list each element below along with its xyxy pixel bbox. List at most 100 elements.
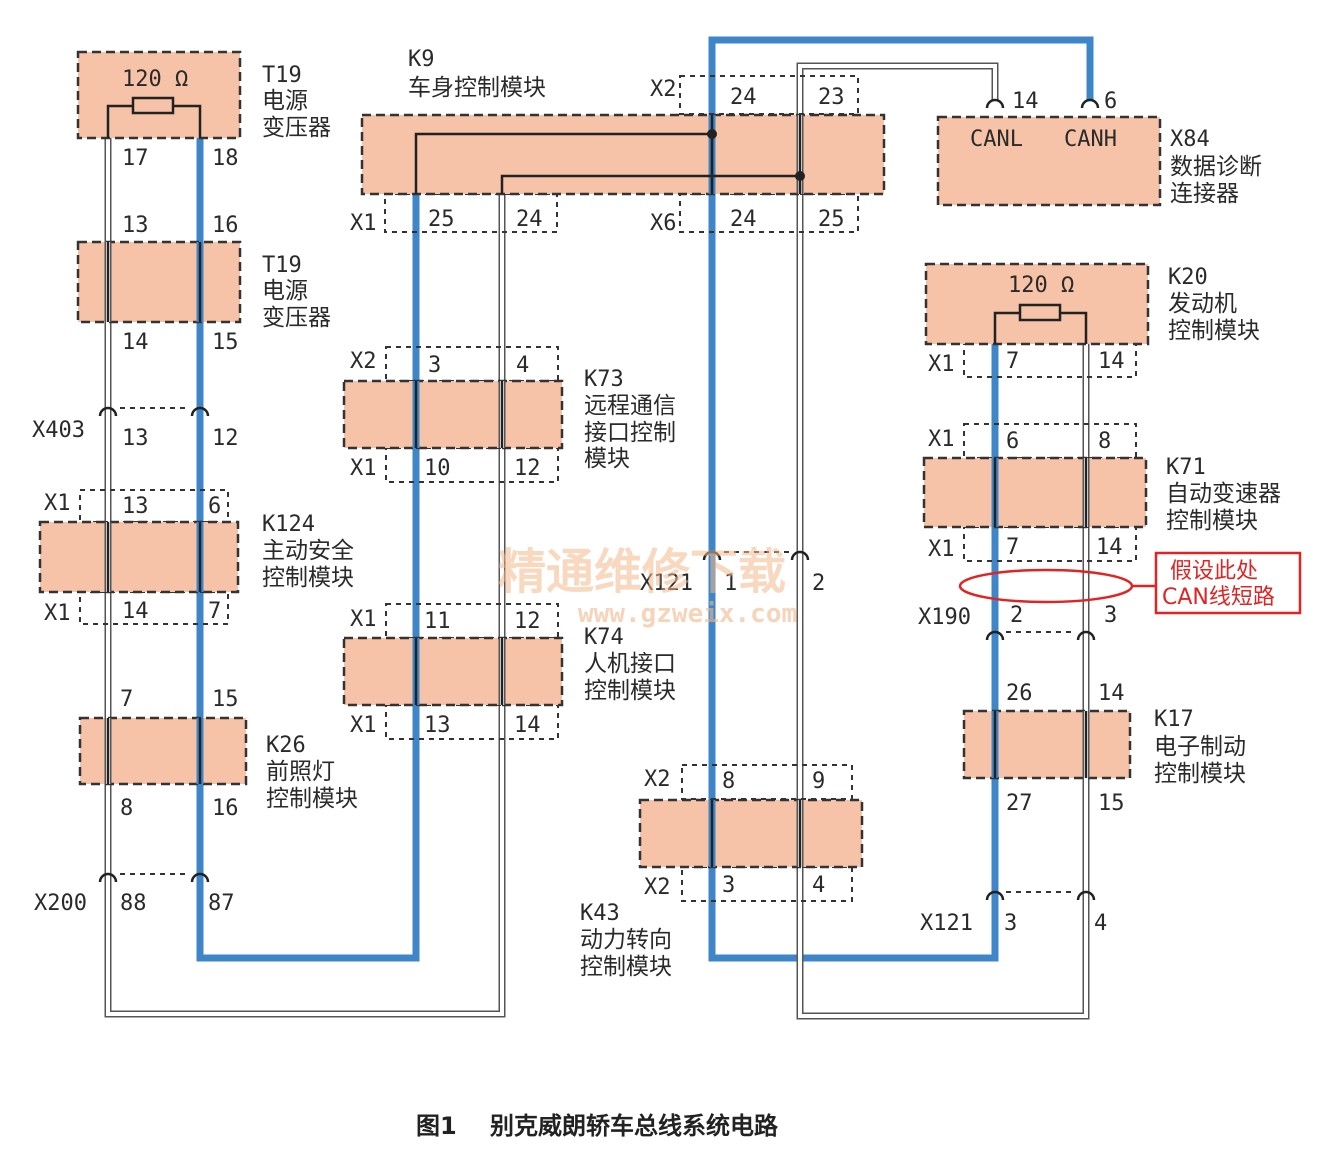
k43-name-1: 动力转向 bbox=[580, 927, 672, 953]
k124-name-2: 控制模块 bbox=[262, 565, 354, 591]
t19-lower-name-2: 变压器 bbox=[262, 305, 331, 331]
pin-label: 3 bbox=[1004, 911, 1017, 936]
pin-label: 27 bbox=[1006, 791, 1033, 816]
pin-label: 7 bbox=[208, 599, 221, 624]
pin-label: 2 bbox=[812, 571, 825, 596]
x84-name-2: 连接器 bbox=[1170, 181, 1239, 207]
module-bus-bars bbox=[106, 115, 1088, 867]
conn-label: X1 bbox=[350, 456, 377, 481]
pin-label: 24 bbox=[516, 207, 543, 232]
k124-x1-top-conn bbox=[79, 489, 229, 523]
conn-label: X1 bbox=[350, 211, 377, 236]
watermark-text: 精通维修下载 bbox=[498, 544, 786, 600]
k26-name-1: 前照灯 bbox=[266, 759, 335, 785]
conn-label: X2 bbox=[644, 875, 671, 900]
k17-name-1: 电子制动 bbox=[1154, 734, 1246, 760]
pin-label: 87 bbox=[208, 891, 235, 916]
k124-code: K124 bbox=[262, 512, 315, 537]
pin-label: 14 bbox=[1098, 349, 1125, 374]
pin-label: 6 bbox=[1104, 89, 1117, 114]
k20-resistor-label: 120 Ω bbox=[1008, 273, 1074, 298]
k20-code: K20 bbox=[1168, 265, 1208, 290]
k74-name-1: 人机接口 bbox=[584, 651, 676, 677]
k43-name-2: 控制模块 bbox=[580, 954, 672, 980]
x190-label: X190 bbox=[918, 605, 971, 630]
pin-label: 9 bbox=[812, 769, 825, 794]
pin-label: 14 bbox=[122, 330, 149, 355]
conn-label: X1 bbox=[44, 491, 71, 516]
k43-x2-top-conn bbox=[681, 764, 853, 800]
pin-label: 24 bbox=[730, 85, 757, 110]
caption-figure-number: 图1 bbox=[416, 1112, 457, 1140]
pin-label: 4 bbox=[1094, 911, 1107, 936]
k73-name-1: 远程通信 bbox=[584, 393, 676, 419]
conn-label: X2 bbox=[650, 77, 677, 102]
x84-name-1: 数据诊断 bbox=[1170, 154, 1262, 180]
pin-label: 15 bbox=[212, 330, 239, 355]
k26-code: K26 bbox=[266, 733, 306, 758]
pin-label: 13 bbox=[122, 494, 149, 519]
k74-box bbox=[342, 636, 564, 707]
k74-name-2: 控制模块 bbox=[584, 678, 676, 704]
connector-arches bbox=[98, 98, 1100, 901]
pin-label: 13 bbox=[122, 213, 149, 238]
k9-box bbox=[360, 113, 886, 196]
k124-name-1: 主动安全 bbox=[262, 538, 354, 564]
pin-label: 1 bbox=[724, 571, 737, 596]
k74-x1-bottom-conn bbox=[385, 704, 559, 740]
resistor-k20 bbox=[993, 303, 1088, 344]
pin-label: 16 bbox=[212, 213, 239, 238]
pin-label: 3 bbox=[1104, 603, 1117, 628]
pin-label: 15 bbox=[212, 687, 239, 712]
conn-label: X1 bbox=[928, 352, 955, 377]
short-note-line2: CAN线短路 bbox=[1162, 585, 1275, 610]
k9-code: K9 bbox=[408, 47, 435, 72]
pin-label: 15 bbox=[1098, 791, 1125, 816]
k74-code: K74 bbox=[584, 625, 624, 650]
k73-code: K73 bbox=[584, 367, 624, 392]
k20-name-1: 发动机 bbox=[1168, 291, 1237, 317]
pin-label: 10 bbox=[424, 456, 451, 481]
short-circuit-annotation: 假设此处 CAN线短路 bbox=[958, 551, 1302, 615]
pin-label: 3 bbox=[428, 353, 441, 378]
x121-mid-label: X121 bbox=[640, 571, 693, 596]
pin-label: 12 bbox=[212, 426, 239, 451]
x84-canl-label: CANL bbox=[970, 127, 1023, 152]
conn-label: X2 bbox=[644, 767, 671, 792]
k17-box bbox=[962, 709, 1132, 780]
pin-label: 24 bbox=[730, 207, 757, 232]
x84-code: X84 bbox=[1170, 127, 1210, 152]
k9-x1-conn bbox=[384, 193, 558, 233]
pin-label: 8 bbox=[1098, 429, 1111, 454]
k71-name-2: 控制模块 bbox=[1166, 508, 1258, 534]
pin-label: 88 bbox=[120, 891, 147, 916]
short-note-box bbox=[1154, 551, 1302, 615]
k73-name-2: 接口控制 bbox=[584, 420, 676, 446]
pin-label: 18 bbox=[212, 146, 239, 171]
k73-x2-conn bbox=[385, 346, 559, 382]
conn-label: X6 bbox=[650, 211, 677, 236]
t19-resistor-label: 120 Ω bbox=[122, 67, 188, 92]
t19-lower-code: T19 bbox=[262, 253, 302, 278]
pin-label: 7 bbox=[1006, 349, 1019, 374]
conn-label: X1 bbox=[928, 427, 955, 452]
pin-label: 8 bbox=[120, 796, 133, 821]
t19-upper-code: T19 bbox=[262, 63, 302, 88]
k71-name-1: 自动变速器 bbox=[1166, 481, 1281, 507]
pin-label: 8 bbox=[722, 769, 735, 794]
pin-label: 4 bbox=[812, 873, 825, 898]
k73-x1-conn bbox=[385, 447, 559, 483]
k9-junction-high bbox=[707, 129, 717, 139]
k43-x2-bottom-conn bbox=[681, 866, 853, 902]
k9-name: 车身控制模块 bbox=[408, 75, 546, 101]
t19-upper-name-1: 电源 bbox=[262, 88, 308, 114]
conn-label: X2 bbox=[350, 349, 377, 374]
x121-right-label: X121 bbox=[920, 911, 973, 936]
conn-label: X1 bbox=[350, 713, 377, 738]
labels: 120 Ω T19 电源 变压器 17 18 13 16 T19 电源 变压器 … bbox=[32, 47, 1281, 980]
k9-x6-conn bbox=[679, 193, 859, 233]
pin-label: 23 bbox=[818, 85, 845, 110]
x84-box bbox=[936, 115, 1162, 207]
watermark-url: www.gzweix.com bbox=[578, 599, 797, 629]
conn-label: X1 bbox=[350, 607, 377, 632]
